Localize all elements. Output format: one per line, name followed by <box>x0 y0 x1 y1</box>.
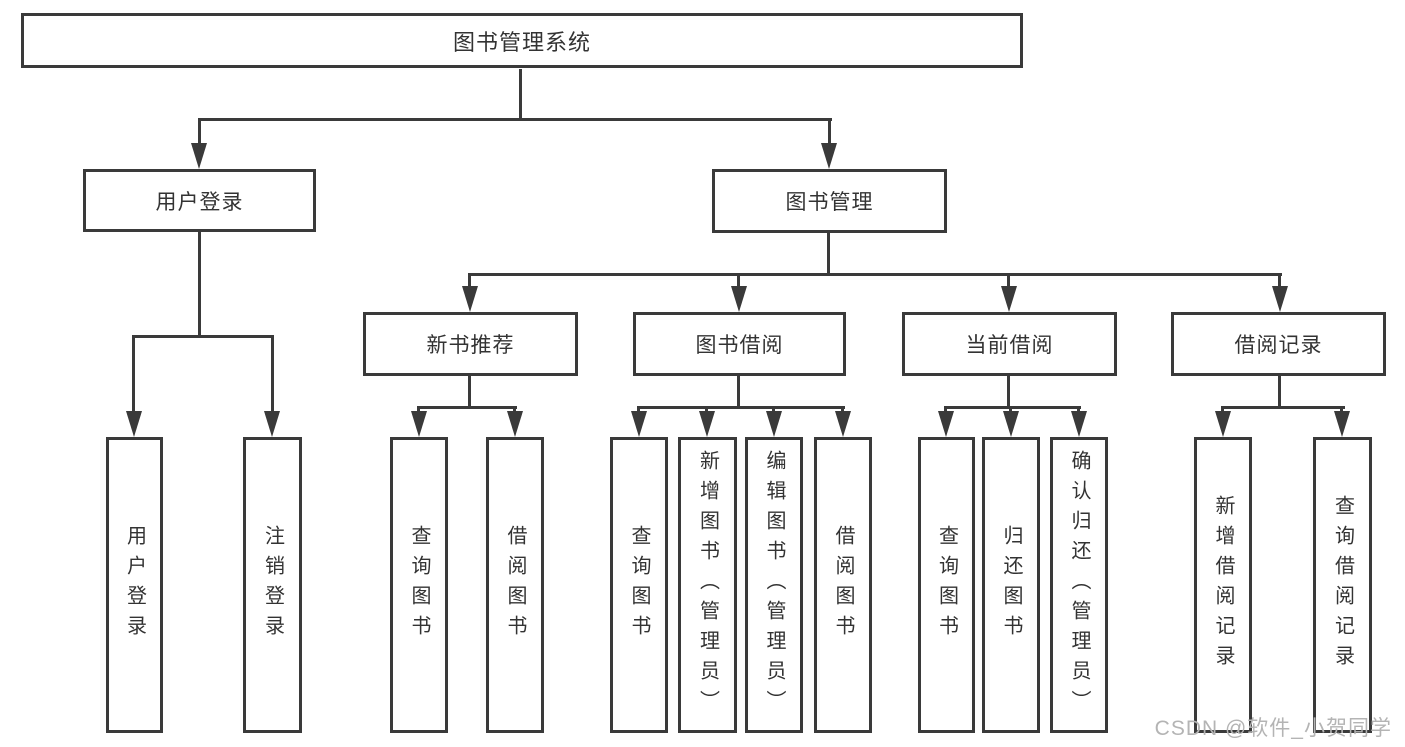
leaf-user-login-label: 用户登录 <box>123 525 146 645</box>
connector-line <box>944 406 1081 409</box>
node-root: 图书管理系统 <box>21 13 1023 68</box>
connector-line <box>417 406 517 409</box>
connector-line <box>841 406 844 413</box>
arrowhead-icon <box>462 286 478 312</box>
arrowhead-icon <box>766 411 782 437</box>
arrowhead-icon <box>1071 411 1087 437</box>
arrowhead-icon <box>821 143 837 169</box>
connector-line <box>1278 273 1281 288</box>
connector-line <box>1221 406 1345 409</box>
arrowhead-icon <box>191 143 207 169</box>
leaf-confirm-return-admin-label: 确认归还（管理员） <box>1068 450 1090 720</box>
arrowhead-icon <box>411 411 427 437</box>
leaf-return-books-label: 归还图书 <box>1000 525 1022 645</box>
connector-line <box>198 118 832 121</box>
connector-line <box>637 406 640 413</box>
node-borrow-records: 借阅记录 <box>1171 312 1386 376</box>
arrowhead-icon <box>1215 411 1231 437</box>
arrowhead-icon <box>1334 411 1350 437</box>
node-book-management: 图书管理 <box>712 169 947 233</box>
leaf-add-books-admin: 新增图书（管理员） <box>678 437 737 733</box>
node-book-borrow-label: 图书借阅 <box>695 334 784 357</box>
leaf-recommend-borrow-books: 借阅图书 <box>486 437 544 733</box>
leaf-recommend-borrow-books-label: 借阅图书 <box>504 525 526 645</box>
leaf-confirm-return-admin: 确认归还（管理员） <box>1050 437 1108 733</box>
connector-line <box>519 69 522 118</box>
arrowhead-icon <box>126 411 142 437</box>
connector-line <box>1340 406 1343 413</box>
connector-line <box>737 273 740 288</box>
leaf-add-borrow-record-label: 新增借阅记录 <box>1212 495 1234 675</box>
leaf-edit-books-admin-label: 编辑图书（管理员） <box>763 450 785 720</box>
csdn-watermark: CSDN @软件_小贺同学 <box>1154 717 1392 740</box>
arrowhead-icon <box>1272 286 1288 312</box>
connector-line <box>1007 273 1010 288</box>
connector-line <box>1077 406 1080 413</box>
node-borrow-records-label: 借阅记录 <box>1234 334 1323 357</box>
arrowhead-icon <box>835 411 851 437</box>
connector-line <box>944 406 947 413</box>
leaf-logout: 注销登录 <box>243 437 302 733</box>
connector-line <box>705 406 708 413</box>
connector-line <box>271 335 274 413</box>
leaf-current-query-books: 查询图书 <box>918 437 975 733</box>
arrowhead-icon <box>264 411 280 437</box>
connector-line <box>513 406 516 413</box>
node-current-borrow-label: 当前借阅 <box>965 334 1054 357</box>
connector-line <box>1221 406 1224 413</box>
connector-line <box>468 273 1282 276</box>
arrowhead-icon <box>699 411 715 437</box>
arrowhead-icon <box>1001 286 1017 312</box>
node-new-book-recommend: 新书推荐 <box>363 312 578 376</box>
arrowhead-icon <box>507 411 523 437</box>
connector-line <box>737 376 740 406</box>
arrowhead-icon <box>631 411 647 437</box>
arrowhead-icon <box>1003 411 1019 437</box>
connector-line <box>1007 376 1010 406</box>
node-user-login: 用户登录 <box>83 169 316 232</box>
leaf-query-borrow-record-label: 查询借阅记录 <box>1331 495 1354 675</box>
node-book-management-label: 图书管理 <box>785 191 874 214</box>
leaf-user-login: 用户登录 <box>106 437 163 733</box>
node-book-borrow: 图书借阅 <box>633 312 846 376</box>
connector-line <box>198 232 201 335</box>
leaf-borrow-query-books: 查询图书 <box>610 437 668 733</box>
arrowhead-icon <box>938 411 954 437</box>
node-user-login-label: 用户登录 <box>155 190 244 214</box>
connector-line <box>132 335 274 338</box>
connector-line <box>417 406 420 413</box>
node-current-borrow: 当前借阅 <box>902 312 1117 376</box>
connector-line <box>637 406 845 409</box>
connector-line <box>132 335 135 413</box>
arrowhead-icon <box>731 286 747 312</box>
leaf-add-borrow-record: 新增借阅记录 <box>1194 437 1252 733</box>
connector-line <box>828 118 831 145</box>
connector-line <box>772 406 775 413</box>
connector-line <box>827 233 830 273</box>
leaf-recommend-query-books-label: 查询图书 <box>408 525 430 645</box>
leaf-add-books-admin-label: 新增图书（管理员） <box>696 450 719 720</box>
node-new-book-recommend-label: 新书推荐 <box>426 334 515 357</box>
leaf-borrow-books-label: 借阅图书 <box>832 525 854 645</box>
node-root-label: 图书管理系统 <box>452 29 591 55</box>
connector-line <box>468 273 471 288</box>
leaf-borrow-query-books-label: 查询图书 <box>628 525 650 645</box>
leaf-query-borrow-record: 查询借阅记录 <box>1313 437 1372 733</box>
leaf-return-books: 归还图书 <box>982 437 1040 733</box>
connector-line <box>1278 376 1281 406</box>
leaf-borrow-books: 借阅图书 <box>814 437 872 733</box>
leaf-current-query-books-label: 查询图书 <box>935 525 958 645</box>
leaf-logout-label: 注销登录 <box>261 525 284 645</box>
connector-line <box>198 118 201 145</box>
leaf-recommend-query-books: 查询图书 <box>390 437 448 733</box>
connector-line <box>1009 406 1012 413</box>
connector-line <box>468 376 471 406</box>
leaf-edit-books-admin: 编辑图书（管理员） <box>745 437 803 733</box>
